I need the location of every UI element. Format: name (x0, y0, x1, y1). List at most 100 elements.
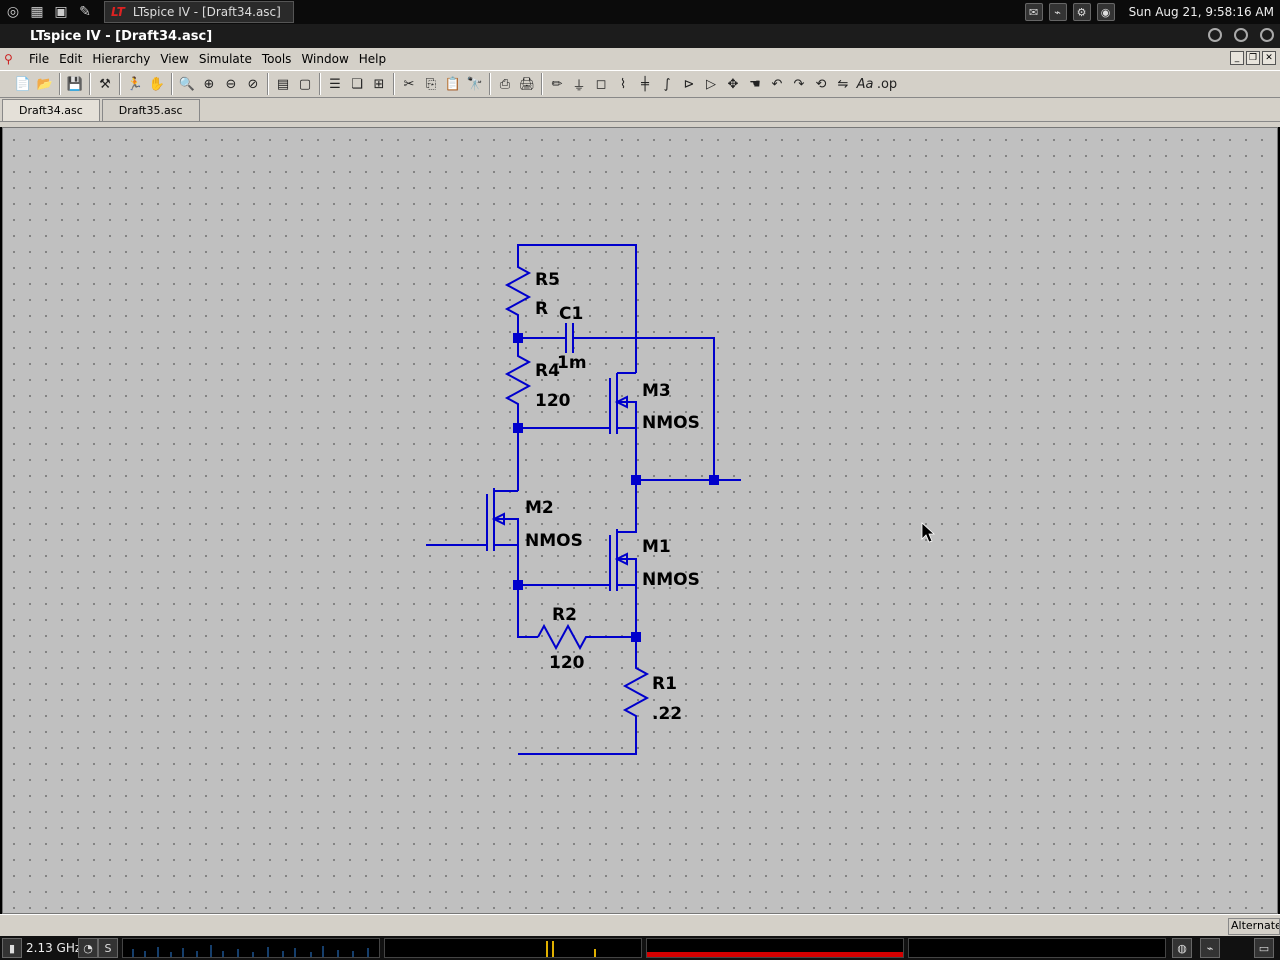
tile-horizontal-icon[interactable]: ☰ (329, 76, 341, 92)
document-tabs: Draft34.asc Draft35.asc (0, 98, 1280, 122)
print-icon[interactable]: 🖨 (518, 76, 536, 92)
cascade-icon[interactable]: ❏ (351, 76, 363, 92)
print-setup-icon[interactable]: ⎙ (499, 76, 511, 92)
wire (517, 244, 637, 373)
menu-window[interactable]: Window (301, 52, 349, 66)
text-editor-icon[interactable]: ✎ (79, 4, 91, 20)
wire (517, 585, 538, 638)
menu-file[interactable]: File (29, 52, 50, 66)
ltspice-tray-icon[interactable]: ⌁ (1048, 3, 1067, 21)
draw-wire-icon[interactable]: ✏ (551, 76, 563, 92)
pan-icon[interactable]: ⊕ (203, 76, 215, 92)
m2-name-label[interactable]: M2 (525, 498, 554, 518)
m1-value-label[interactable]: NMOS (642, 570, 700, 590)
menu-hierarchy[interactable]: Hierarchy (92, 52, 151, 66)
c1-name-label[interactable]: C1 (559, 304, 583, 324)
mdi-minimize-button[interactable]: _ (1230, 51, 1244, 65)
resistor-r1 (518, 637, 650, 755)
zoom-cancel-icon[interactable]: ⊘ (247, 76, 259, 92)
capacitor-icon[interactable]: ╪ (641, 76, 649, 92)
tab-draft35[interactable]: Draft35.asc (101, 99, 200, 121)
paste-icon[interactable]: 📋 (444, 76, 462, 92)
r1-name-label[interactable]: R1 (652, 674, 677, 694)
zoom-in-icon[interactable]: 🔍 (178, 76, 196, 92)
junction (631, 475, 641, 485)
mail-icon[interactable]: ✉ (1024, 3, 1043, 21)
maximize-button[interactable] (1234, 28, 1248, 42)
clock-applet-icon[interactable]: ◔ (78, 938, 98, 958)
terminal-icon[interactable]: ▣ (54, 4, 68, 20)
ltspice-task-icon[interactable]: ⌁ (1200, 938, 1220, 958)
mdi-close-button[interactable]: ✕ (1262, 51, 1276, 65)
junction (631, 632, 641, 642)
menu-launcher-icon[interactable]: ◎ (6, 4, 20, 20)
calculator-icon[interactable]: ▦ (30, 4, 44, 20)
m3-value-label[interactable]: NMOS (642, 413, 700, 433)
c1-value-label[interactable]: 1m (557, 353, 587, 373)
component-icon[interactable]: ▷ (706, 76, 716, 92)
redo-icon[interactable]: ↷ (793, 76, 805, 92)
control-panel-icon[interactable]: ⚒ (99, 76, 111, 92)
taskbar-ltspice[interactable]: LT LTspice IV - [Draft34.asc] (104, 1, 294, 23)
label-net-icon[interactable]: ◻ (595, 76, 607, 92)
r2-name-label[interactable]: R2 (552, 605, 577, 625)
cpu-graph-bars (132, 945, 369, 957)
r5-value-label[interactable]: R (535, 299, 548, 319)
menu-help[interactable]: Help (358, 52, 387, 66)
m3-name-label[interactable]: M3 (642, 381, 671, 401)
ground-icon[interactable]: ⏚ (572, 78, 586, 94)
r4-value-label[interactable]: 120 (535, 391, 571, 411)
m1-name-label[interactable]: M1 (642, 537, 671, 557)
status-mode: Alternate (1228, 918, 1280, 935)
menu-edit[interactable]: Edit (59, 52, 83, 66)
close-button[interactable] (1260, 28, 1274, 42)
spice-directive-icon[interactable]: .op (876, 76, 898, 92)
document-icon[interactable]: ⚲ (4, 52, 13, 66)
network-icon[interactable]: ⚙ (1072, 3, 1091, 21)
m2-value-label[interactable]: NMOS (525, 531, 583, 551)
fit-icon[interactable]: ▢ (298, 76, 312, 92)
find-icon[interactable]: 🔭 (466, 76, 484, 92)
top-panel: ◎ ▦ ▣ ✎ LT LTspice IV - [Draft34.asc] ✉ … (0, 0, 1280, 24)
cpu-frequency: 2.13 GHz (26, 941, 82, 955)
r5-name-label[interactable]: R5 (535, 270, 560, 290)
tile-vertical-icon[interactable]: ⊞ (373, 76, 385, 92)
minimize-button[interactable] (1208, 28, 1222, 42)
r4-name-label[interactable]: R4 (535, 361, 560, 381)
new-schematic-icon[interactable]: 📄 (14, 76, 32, 92)
menu-view[interactable]: View (160, 52, 189, 66)
undo-icon[interactable]: ↶ (771, 76, 783, 92)
schematic-drawing: R5 R C1 1m R4 120 M3 NMOS M2 NMOS M1 NMO… (426, 244, 936, 755)
copy-icon[interactable]: ⎘ (425, 76, 437, 92)
r1-value-label[interactable]: .22 (652, 704, 682, 724)
menu-tools[interactable]: Tools (261, 52, 292, 66)
open-icon[interactable]: 📂 (36, 76, 54, 92)
menu-simulate[interactable]: Simulate (198, 52, 252, 66)
r2-value-label[interactable]: 120 (549, 653, 585, 673)
rotate-icon[interactable]: ⟲ (815, 76, 827, 92)
firefox-icon[interactable]: ◍ (1172, 938, 1192, 958)
junction (709, 475, 719, 485)
resistor-icon[interactable]: ⌇ (619, 76, 627, 92)
mirror-icon[interactable]: ⇋ (837, 76, 849, 92)
tab-draft34[interactable]: Draft34.asc (2, 99, 100, 121)
zoom-out-icon[interactable]: ⊖ (225, 76, 237, 92)
save-icon[interactable]: 💾 (66, 76, 84, 92)
cpu-graph (122, 938, 380, 958)
cut-icon[interactable]: ✂ (403, 76, 415, 92)
mosfet-m3-source (617, 427, 637, 480)
drag-icon[interactable]: ☚ (749, 76, 761, 92)
screenshot-icon[interactable]: S (98, 938, 118, 958)
mdi-restore-button[interactable]: ❐ (1246, 51, 1260, 65)
resistor-r2 (537, 623, 636, 651)
move-icon[interactable]: ✥ (727, 76, 739, 92)
text-icon[interactable]: Aa (856, 76, 874, 92)
autorange-icon[interactable]: ▤ (276, 76, 290, 92)
desktop-pager-icon[interactable]: ▭ (1254, 938, 1274, 958)
run-icon[interactable]: 🏃 (126, 76, 144, 92)
inductor-icon[interactable]: ∫ (663, 76, 671, 92)
halt-icon[interactable]: ✋ (148, 76, 166, 92)
diode-icon[interactable]: ⊳ (683, 76, 695, 92)
memory-graph-bars (546, 941, 596, 957)
schematic-canvas[interactable]: R5 R C1 1m R4 120 M3 NMOS M2 NMOS M1 NMO… (2, 127, 1278, 914)
